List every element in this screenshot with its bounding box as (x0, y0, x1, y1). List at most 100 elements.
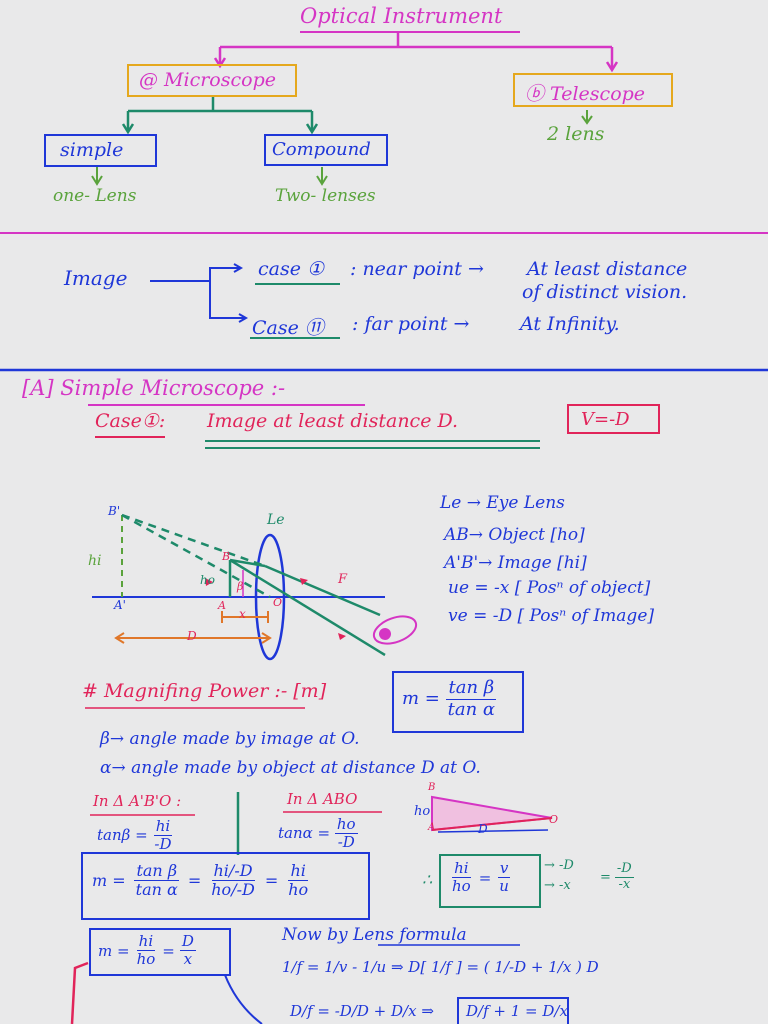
ratio-ho: ho (452, 877, 471, 896)
small-label-d: D (478, 822, 488, 836)
legend-image: A'B'→ Image [hi] (444, 553, 587, 573)
ratio-result-frac: -D-x (614, 861, 634, 893)
label-x: x (239, 607, 246, 621)
tree-connectors (213, 32, 619, 73)
deriv-f3-den: ho (288, 880, 309, 900)
lens-formula-heading: Now by Lens formula (282, 925, 467, 945)
ratio-arrow-2: → -x (544, 878, 571, 893)
label-hi: hi (88, 553, 102, 569)
case2-text: : far point → (352, 313, 470, 335)
microscope-label: @ Microscope (139, 69, 276, 91)
case1-label: case ① (258, 258, 325, 280)
deriv-f1-num: tan β (134, 861, 180, 882)
simple-label: simple (60, 139, 124, 161)
triangle2-eq: tanα = ho-D (278, 815, 358, 852)
ratio-hi: hi (452, 859, 471, 879)
microscope-node: @ Microscope (127, 64, 297, 97)
telescope-node: ⓑ Telescope (513, 73, 673, 107)
simple-node: simple (44, 134, 157, 167)
label-o: O (273, 596, 283, 609)
deriv-m: m = (92, 871, 126, 891)
case1-result-1: At least distance (527, 258, 688, 280)
small-triangle (431, 795, 553, 833)
compound-node: Compound (264, 134, 388, 166)
ratio-u: u (499, 877, 509, 896)
small-label-a: A (428, 822, 436, 833)
simple-note: one- Lens (53, 186, 137, 206)
case1-text: : near point → (350, 258, 484, 280)
t2-num: ho (334, 815, 358, 835)
page-title: Optical Instrument (300, 4, 503, 28)
lens-formula-eq: 1/f = 1/v - 1/u ⇒ D[ 1/f ] = ( 1/-D + 1/… (282, 958, 599, 976)
label-a: A (218, 599, 226, 612)
label-b: B (222, 550, 231, 563)
magnifying-heading: # Magnifing Power :- [m] (82, 680, 327, 702)
legend-object: AB→ Object [ho] (444, 525, 585, 545)
small-label-b: B (428, 782, 436, 793)
compound-label: Compound (272, 139, 371, 160)
t2-den: -D (337, 833, 355, 852)
t1-lhs: tanβ = (97, 825, 148, 844)
deriv-eq1: = (187, 871, 202, 891)
legend-u: ue = -x [ Posⁿ of object] (448, 578, 651, 598)
label-a-prime: A' (114, 598, 126, 612)
compound-note: Two- lenses (275, 186, 376, 206)
ratio-eq-sign: = (478, 868, 492, 887)
t1-num: hi (153, 817, 173, 837)
case-bracket (150, 263, 249, 323)
case2-result: At Infinity. (520, 313, 620, 335)
m-num: tan β (446, 677, 497, 700)
triangle1-eq: tanβ = hi-D (97, 817, 174, 854)
deriv-f2-den: ho/-D (211, 880, 255, 900)
ratio-v: v (497, 859, 511, 879)
label-f: F (338, 572, 348, 587)
label-b-prime: B' (108, 504, 121, 518)
label-le: Le (267, 512, 285, 528)
final-num2: D (179, 932, 196, 952)
last-box-eq: D/f + 1 = D/x (466, 1002, 568, 1020)
deriv-f3-num: hi (288, 861, 308, 882)
label-d: D (187, 629, 197, 643)
ratio-result-eq: = (600, 869, 611, 885)
final-den2: x (183, 950, 193, 969)
t2-fraction: ho-D (334, 815, 358, 852)
label-beta: β (237, 580, 244, 593)
ratio-prefix: ∴ (422, 870, 433, 889)
final-eq-sign: = (162, 941, 175, 960)
case-label: Case①: (95, 410, 166, 432)
image-label: Image (64, 266, 128, 290)
ratio-result: = -D-x (600, 861, 634, 893)
triangle1-heading: In Δ A'B'O : (93, 792, 182, 810)
small-label-ho: ho (414, 804, 431, 819)
case-text: Image at least distance D. (207, 410, 459, 432)
telescope-note: 2 lens (547, 123, 605, 145)
ratio-result-num: -D (614, 861, 634, 878)
ratio-result-den: -x (618, 876, 631, 892)
legend-v: ve = -D [ Posⁿ of Image] (448, 606, 655, 626)
m-den: tan α (447, 698, 496, 720)
ray-diagram (92, 513, 418, 661)
t2-lhs: tanα = (278, 823, 331, 842)
triangle2-heading: In Δ ABO (287, 790, 358, 808)
deriv-eq2: = (264, 871, 279, 891)
telescope-label: ⓑ Telescope (525, 83, 646, 105)
m-label: m = (402, 688, 440, 710)
t1-fraction: hi-D (152, 817, 173, 854)
label-ho: ho (200, 573, 215, 587)
section-heading: [A] Simple Microscope :- (22, 376, 286, 400)
ratio-arrow-1: → -D (544, 858, 574, 873)
t1-den: -D (154, 835, 172, 854)
beta-definition: β→ angle made by image at O. (100, 729, 360, 749)
